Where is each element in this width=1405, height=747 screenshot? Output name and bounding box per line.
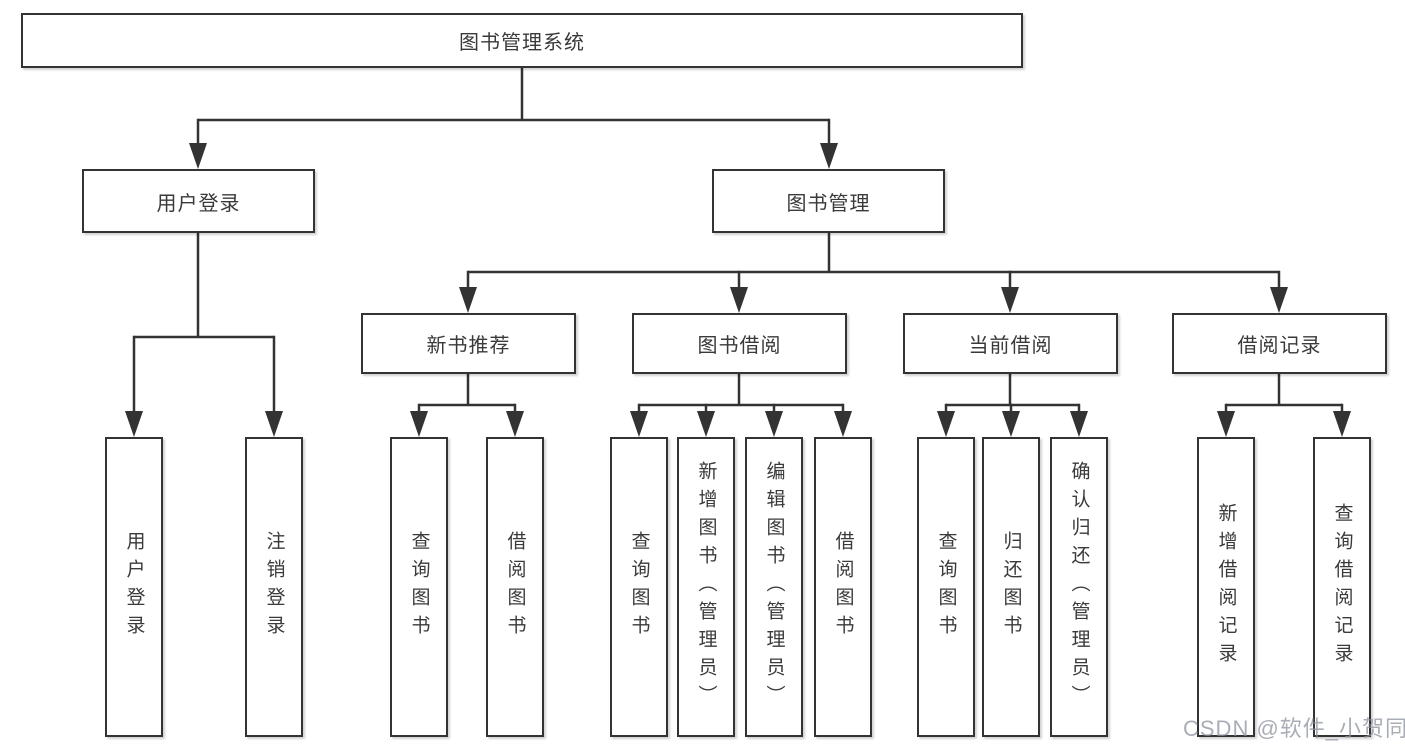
leaf-cb-confirm-return-label: 确认归还（管理员）	[1068, 461, 1090, 713]
leaf-br-query-record: 查询借阅记录	[1313, 437, 1371, 737]
node-root: 图书管理系统	[21, 13, 1023, 68]
leaf-logout-label: 注销登录	[263, 531, 285, 643]
leaf-bb-borrow-books-label: 借阅图书	[832, 531, 854, 643]
leaf-cb-query-books-label: 查询图书	[935, 531, 957, 643]
leaf-nbr-borrow-books-label: 借阅图书	[504, 531, 526, 643]
node-borrowing-records-label: 借阅记录	[1237, 335, 1322, 357]
leaf-logout: 注销登录	[245, 437, 303, 737]
leaf-user-login: 用户登录	[105, 437, 163, 737]
node-book-borrowing: 图书借阅	[632, 313, 847, 374]
leaf-br-add-record: 新增借阅记录	[1197, 437, 1255, 737]
node-book-management: 图书管理	[712, 169, 945, 233]
leaf-cb-return-books-label: 归还图书	[1000, 531, 1022, 643]
leaf-bb-query-books: 查询图书	[610, 437, 668, 737]
leaf-bb-add-books-label: 新增图书（管理员）	[695, 461, 717, 713]
node-root-label: 图书管理系统	[459, 32, 585, 54]
node-borrowing-records: 借阅记录	[1172, 313, 1387, 374]
leaf-bb-borrow-books: 借阅图书	[814, 437, 872, 737]
node-new-book-recommend: 新书推荐	[361, 313, 576, 374]
leaf-nbr-query-books: 查询图书	[390, 437, 448, 737]
leaf-cb-confirm-return: 确认归还（管理员）	[1050, 437, 1108, 737]
leaf-cb-return-books: 归还图书	[982, 437, 1040, 737]
leaf-bb-edit-books-label: 编辑图书（管理员）	[763, 461, 785, 713]
leaf-bb-query-books-label: 查询图书	[628, 531, 650, 643]
leaf-cb-query-books: 查询图书	[917, 437, 975, 737]
leaf-br-add-record-label: 新增借阅记录	[1215, 503, 1237, 671]
leaf-bb-edit-books: 编辑图书（管理员）	[745, 437, 803, 737]
node-user-login: 用户登录	[82, 169, 315, 233]
node-book-borrowing-label: 图书借阅	[697, 335, 782, 357]
leaf-user-login-label: 用户登录	[123, 531, 145, 643]
node-new-book-recommend-label: 新书推荐	[426, 335, 511, 357]
leaf-br-query-record-label: 查询借阅记录	[1331, 503, 1353, 671]
csdn-watermark: CSDN @软件_小贺同学	[1183, 716, 1405, 741]
node-book-management-label: 图书管理	[786, 192, 871, 215]
leaf-bb-add-books: 新增图书（管理员）	[677, 437, 735, 737]
node-user-login-label: 用户登录	[156, 192, 241, 215]
leaf-nbr-query-books-label: 查询图书	[408, 531, 430, 643]
node-current-borrowing-label: 当前借阅	[968, 335, 1053, 357]
leaf-nbr-borrow-books: 借阅图书	[486, 437, 544, 737]
node-current-borrowing: 当前借阅	[903, 313, 1118, 374]
